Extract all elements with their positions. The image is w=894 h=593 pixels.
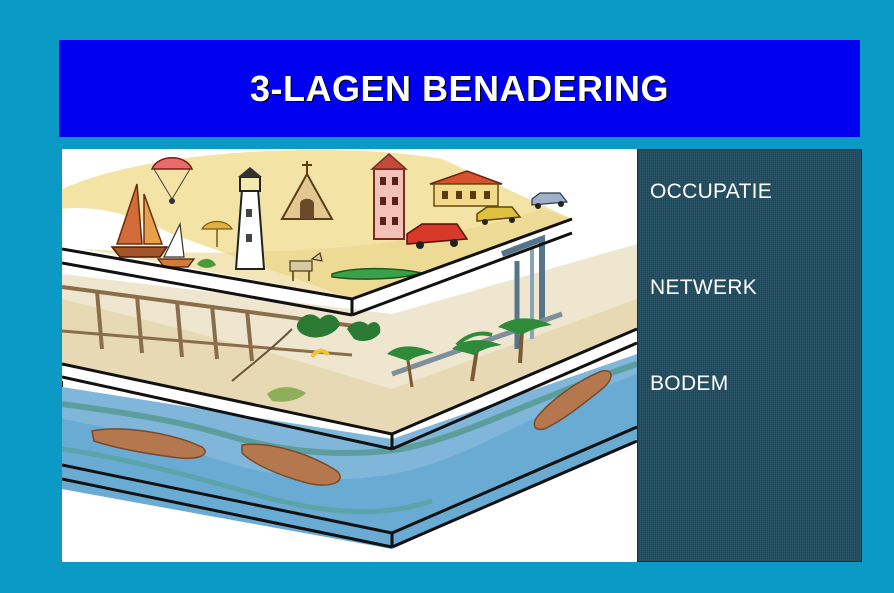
sandbank-icon [241,443,341,486]
house-icon [429,170,503,207]
goat-icon [289,251,323,281]
shrub-icon [197,258,216,268]
legend-panel: OCCUPATIE NETWERK BODEM [637,149,862,562]
church-icon [280,161,334,220]
palm-tree-icon [452,331,502,382]
car-icon [476,206,522,225]
palm-tree-icon [387,346,434,388]
parachute-icon [150,157,194,204]
legend-netwerk: NETWERK [650,276,758,299]
bridge-icon [62,285,363,382]
occupation-layer [62,150,573,317]
shrub-icon [267,314,381,402]
sailboat-icon [156,221,196,268]
network-layer [62,234,637,451]
palm-tree-icon [498,318,552,364]
car-icon [406,223,469,249]
lighthouse-icon [234,167,266,270]
umbrella-icon [201,220,233,247]
title-bar: 3-LAGEN BENADERING [59,40,860,137]
sandbank-icon [91,428,206,459]
tower-icon [370,152,408,240]
legend-bodem: BODEM [650,372,729,395]
car-icon [531,192,569,209]
soil-layer [62,354,637,549]
legend-occupatie: OCCUPATIE [650,180,773,203]
sandbank-icon [533,370,612,431]
slide-title: 3-LAGEN BENADERING [249,67,670,109]
sailboat-icon [110,183,169,258]
three-layer-illustration [62,149,637,562]
